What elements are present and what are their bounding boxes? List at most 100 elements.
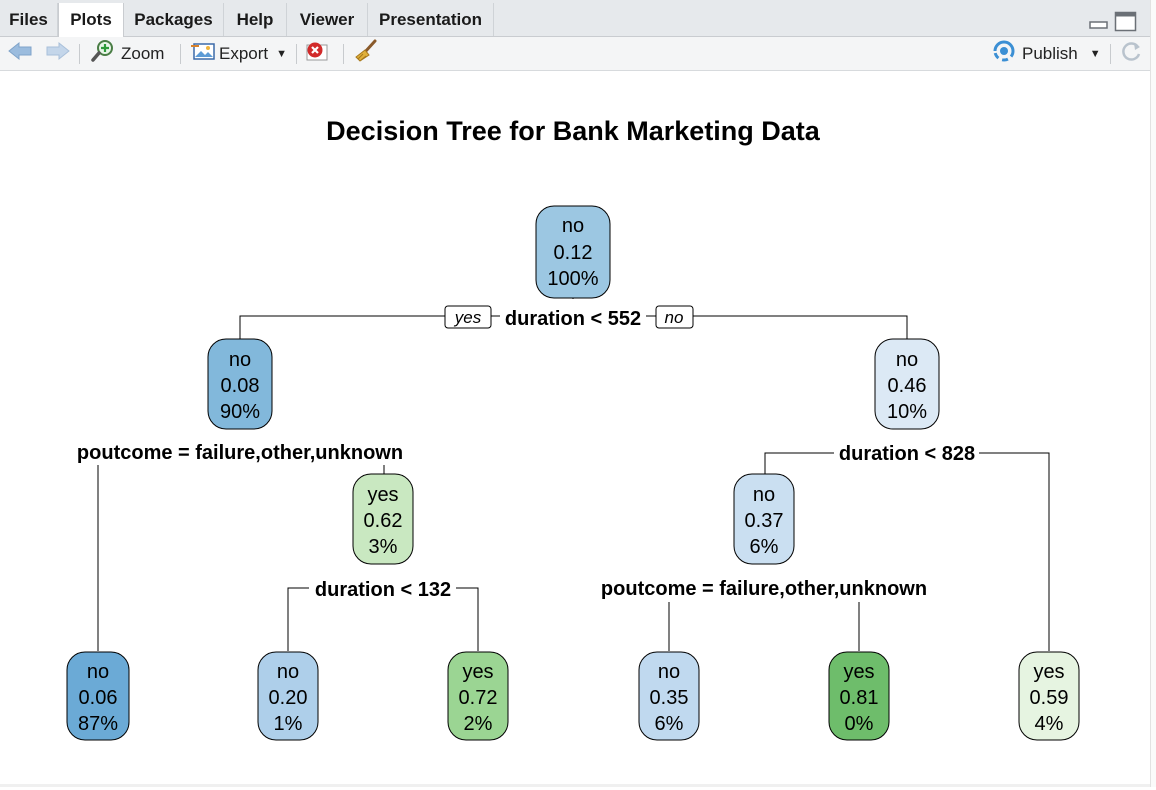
refresh-icon	[1120, 40, 1144, 67]
edge-label-no: no	[655, 305, 694, 329]
tree-node: no 0.08 90%	[207, 338, 273, 430]
node-probability: 0.20	[269, 687, 308, 709]
node-probability: 0.72	[459, 687, 498, 709]
maximize-pane-icon[interactable]	[1114, 11, 1138, 38]
pane-bottom-border	[0, 784, 1150, 787]
arrow-left-icon	[7, 41, 33, 66]
forward-button[interactable]	[45, 37, 71, 70]
tab-help[interactable]: Help	[224, 3, 287, 36]
tab-packages[interactable]: Packages	[124, 3, 224, 36]
tree-node: no 0.35 6%	[638, 651, 700, 741]
node-box	[638, 651, 700, 741]
node-probability: 0.46	[888, 375, 927, 397]
node-percent: 2%	[464, 713, 493, 735]
node-probability: 0.08	[221, 375, 260, 397]
publish-label: Publish	[1022, 43, 1078, 63]
node-box	[535, 205, 611, 299]
node-probability: 0.62	[364, 510, 403, 532]
node-percent: 6%	[655, 713, 684, 735]
tree-edges	[97, 292, 1050, 651]
publish-button[interactable]: Publish ▼	[991, 37, 1101, 70]
edge-label-no-text: no	[665, 308, 684, 327]
node-percent: 100%	[547, 268, 598, 290]
split-label: duration < 828	[839, 443, 975, 465]
tree-node: yes 0.72 2%	[447, 651, 509, 741]
minimize-pane-icon[interactable]	[1089, 17, 1109, 35]
split-label: duration < 552	[505, 308, 641, 330]
node-box	[257, 651, 319, 741]
node-class: no	[753, 484, 775, 506]
node-percent: 3%	[369, 536, 398, 558]
node-class: no	[658, 661, 680, 683]
export-label: Export	[219, 43, 269, 63]
node-class: yes	[367, 484, 398, 506]
node-probability: 0.06	[79, 687, 118, 709]
chevron-down-icon: ▼	[276, 47, 288, 60]
tree-node: no 0.20 1%	[257, 651, 319, 741]
node-probability: 0.35	[650, 687, 689, 709]
arrow-right-icon	[45, 41, 71, 66]
node-box	[207, 338, 273, 430]
remove-plot-button[interactable]	[305, 37, 329, 70]
tab-files[interactable]: Files	[0, 3, 58, 36]
back-button[interactable]	[7, 37, 33, 70]
zoom-icon	[90, 39, 116, 68]
split-label: poutcome = failure,other,unknown	[601, 578, 927, 600]
remove-plot-icon	[305, 40, 329, 67]
split-label: poutcome = failure,other,unknown	[77, 442, 403, 464]
tree-node: yes 0.59 4%	[1018, 651, 1080, 741]
node-class: no	[562, 215, 584, 237]
export-image-icon	[191, 40, 217, 67]
broom-icon	[353, 39, 379, 68]
node-box	[66, 651, 130, 741]
node-probability: 0.12	[554, 242, 593, 264]
node-percent: 87%	[78, 713, 118, 735]
node-class: no	[896, 349, 918, 371]
zoom-button[interactable]: Zoom	[90, 37, 164, 70]
node-probability: 0.37	[745, 510, 784, 532]
tab-presentation[interactable]: Presentation	[368, 3, 494, 36]
node-probability: 0.59	[1030, 687, 1069, 709]
zoom-label: Zoom	[121, 43, 165, 63]
node-class: no	[277, 661, 299, 683]
node-percent: 90%	[220, 401, 260, 423]
tab-plots[interactable]: Plots	[58, 3, 124, 37]
tree-node: no 0.06 87%	[66, 651, 130, 741]
refresh-button[interactable]	[1120, 37, 1144, 70]
clear-plots-button[interactable]	[353, 37, 379, 70]
decision-tree-plot: Decision Tree for Bank Marketing Data ye…	[66, 116, 1080, 741]
plot-area: Decision Tree for Bank Marketing Data ye…	[0, 71, 1150, 785]
split-label: duration < 132	[315, 579, 451, 601]
tab-viewer[interactable]: Viewer	[287, 3, 368, 36]
node-percent: 6%	[750, 536, 779, 558]
node-class: yes	[843, 661, 874, 683]
node-probability: 0.81	[840, 687, 879, 709]
node-percent: 0%	[845, 713, 874, 735]
node-box	[733, 473, 795, 565]
node-box	[352, 473, 414, 565]
node-percent: 10%	[887, 401, 927, 423]
node-percent: 4%	[1035, 713, 1064, 735]
edge-label-yes-text: yes	[454, 308, 482, 327]
tree-node: no 0.46 10%	[874, 338, 940, 430]
tree-node: yes 0.62 3%	[352, 473, 414, 565]
publish-icon	[991, 40, 1017, 67]
tree-node: no 0.37 6%	[733, 473, 795, 565]
pane-tab-bar: Files Plots Packages Help Viewer Present…	[0, 0, 1150, 37]
export-button[interactable]: Export ▼	[191, 37, 287, 70]
node-class: no	[229, 349, 251, 371]
plot-title: Decision Tree for Bank Marketing Data	[326, 116, 821, 146]
node-box	[828, 651, 890, 741]
node-class: no	[87, 661, 109, 683]
plots-toolbar: Zoom Export ▼ Publish ▼	[0, 37, 1150, 71]
node-class: yes	[462, 661, 493, 683]
node-class: yes	[1033, 661, 1064, 683]
tree-node: no 0.12 100%	[535, 205, 611, 299]
chevron-down-icon: ▼	[1089, 47, 1101, 60]
node-box	[447, 651, 509, 741]
tree-node: yes 0.81 0%	[828, 651, 890, 741]
edge-label-yes: yes	[444, 305, 492, 329]
node-box	[874, 338, 940, 430]
node-box	[1018, 651, 1080, 741]
node-percent: 1%	[274, 713, 303, 735]
